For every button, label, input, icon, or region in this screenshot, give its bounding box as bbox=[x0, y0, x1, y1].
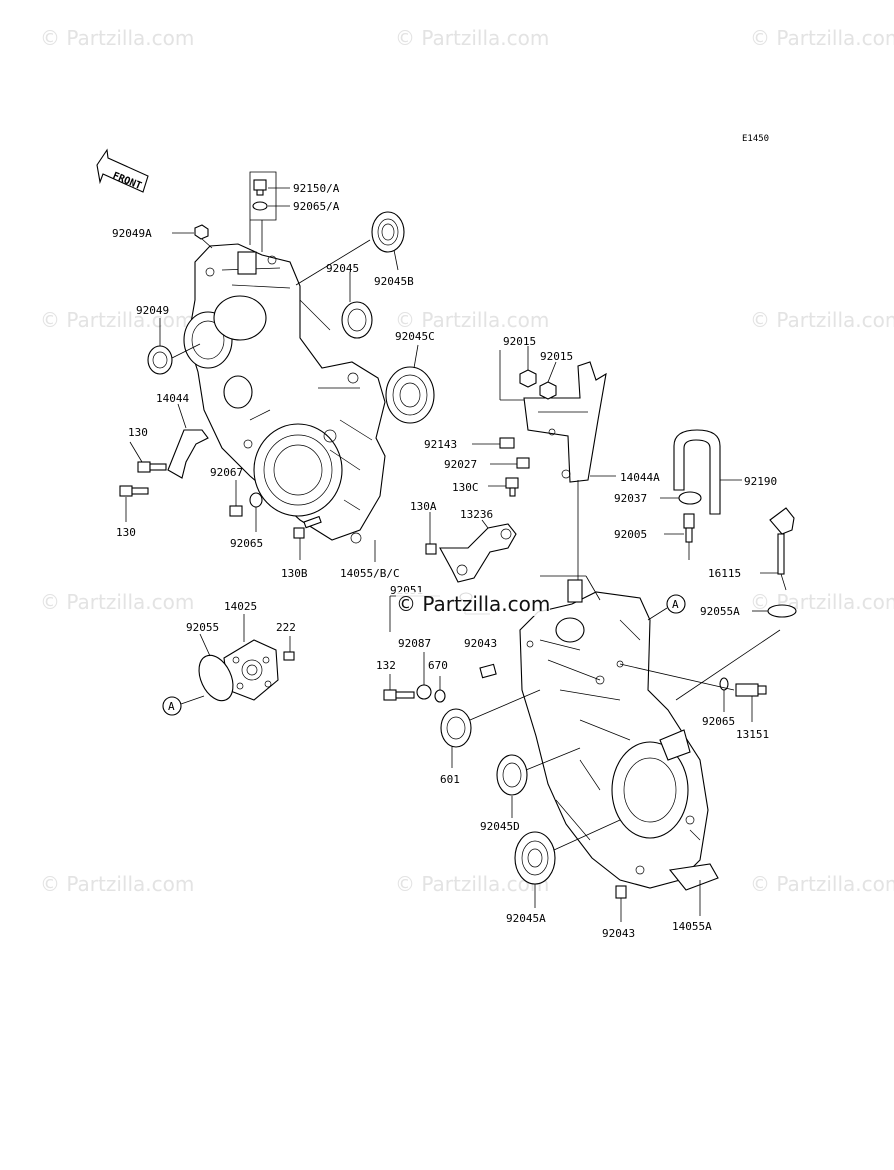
left-crankcase-14055 bbox=[183, 243, 386, 544]
label-130a: 130A bbox=[410, 500, 437, 513]
watermark: © Partzilla.com bbox=[750, 308, 894, 332]
label-92143: 92143 bbox=[424, 438, 457, 451]
label-222: 222 bbox=[276, 621, 296, 634]
washer-92065 bbox=[719, 677, 729, 712]
right-crankcase-14055a bbox=[519, 579, 719, 891]
front-arrow-icon: FRONT bbox=[96, 148, 149, 193]
watermark: © Partzilla.com bbox=[40, 590, 195, 614]
label-92045c: 92045C bbox=[395, 330, 435, 343]
dowel-92043 bbox=[615, 885, 627, 922]
label-130: 130 bbox=[128, 426, 148, 439]
bearing-92045d bbox=[496, 747, 581, 818]
label-130b: 130B bbox=[281, 567, 308, 580]
plug-bolt-92150 bbox=[253, 179, 267, 196]
label-14044: 14044 bbox=[156, 392, 189, 405]
label-670: 670 bbox=[428, 659, 448, 672]
bolt-130b bbox=[293, 515, 322, 560]
label-92043: 92043 bbox=[602, 927, 635, 940]
label-92067: 92067 bbox=[210, 466, 243, 479]
label-601: 601 bbox=[440, 773, 460, 786]
ref-a-marker: A bbox=[162, 695, 205, 716]
label-92049: 92049 bbox=[136, 304, 169, 317]
fitting-92005 bbox=[664, 513, 695, 560]
o-ring-92055a bbox=[752, 604, 797, 618]
nut-92049a bbox=[172, 224, 213, 249]
label-92045a: 92045A bbox=[506, 912, 546, 925]
nut-92015 bbox=[519, 369, 537, 388]
label-92055a: 92055A bbox=[700, 605, 740, 618]
bearing-92045b bbox=[295, 211, 405, 286]
label-16115: 16115 bbox=[708, 567, 741, 580]
label-13151: 13151 bbox=[736, 728, 769, 741]
svg-text:A: A bbox=[672, 598, 679, 611]
label-14025: 14025 bbox=[224, 600, 257, 613]
label-92049a: 92049A bbox=[112, 227, 152, 240]
watermark: © Partzilla.com bbox=[750, 872, 894, 896]
arm-13236 bbox=[439, 519, 517, 583]
watermark: © Partzilla.com bbox=[40, 26, 195, 50]
label-92015: 92015 bbox=[540, 350, 573, 363]
watermark: © Partzilla.com bbox=[395, 308, 550, 332]
label-92045: 92045 bbox=[326, 262, 359, 275]
label-14055a: 14055A bbox=[672, 920, 712, 933]
label-92037: 92037 bbox=[614, 492, 647, 505]
washer-92065a bbox=[252, 201, 268, 211]
label-92087: 92087 bbox=[398, 637, 431, 650]
watermark: © Partzilla.com bbox=[395, 26, 550, 50]
watermark: © Partzilla.com bbox=[750, 26, 894, 50]
label-92150a: 92150/A bbox=[293, 182, 340, 195]
watermark: © Partzilla.com bbox=[40, 872, 195, 896]
dipstick-16115 bbox=[760, 507, 795, 591]
bolt-130 bbox=[119, 485, 149, 497]
diagram-code: E1450 bbox=[742, 134, 769, 144]
bearing-92045c bbox=[385, 344, 435, 424]
bracket-14044 bbox=[167, 403, 209, 479]
washer-670 bbox=[434, 676, 446, 703]
nut-92015 bbox=[539, 381, 557, 400]
gear-92087 bbox=[416, 652, 432, 700]
label-92005: 92005 bbox=[614, 528, 647, 541]
watermark: © Partzilla.com bbox=[40, 308, 195, 332]
label-13236: 13236 bbox=[460, 508, 493, 521]
cover-14025 bbox=[223, 614, 279, 701]
label-92045b: 92045B bbox=[374, 275, 414, 288]
oil-seal-92049 bbox=[147, 318, 201, 375]
svg-text:A: A bbox=[168, 700, 175, 713]
clamp-92037 bbox=[660, 491, 702, 505]
label-92027: 92027 bbox=[444, 458, 477, 471]
label-92065: 92065 bbox=[702, 715, 735, 728]
bearing-92045a bbox=[514, 819, 621, 908]
screw-222 bbox=[283, 636, 295, 661]
label-92065a: 92065/A bbox=[293, 200, 340, 213]
label-130: 130 bbox=[116, 526, 136, 539]
label-132: 132 bbox=[376, 659, 396, 672]
bolt-92067 bbox=[229, 480, 243, 517]
label-92015: 92015 bbox=[503, 335, 536, 348]
bracket-14044a bbox=[523, 361, 607, 483]
bearing-92045 bbox=[341, 272, 373, 339]
label-92045d: 92045D bbox=[480, 820, 520, 833]
bearing-601 bbox=[440, 689, 541, 768]
bolt-130 bbox=[137, 461, 167, 473]
bolt-130a bbox=[425, 512, 437, 555]
bolt-132 bbox=[383, 674, 415, 701]
center-watermark: © Partzilla.com bbox=[396, 592, 551, 616]
label-92065: 92065 bbox=[230, 537, 263, 550]
collar-92027 bbox=[490, 457, 530, 469]
switch-13151 bbox=[735, 683, 767, 722]
label-14055bc: 14055/B/C bbox=[340, 567, 400, 580]
label-130c: 130C bbox=[452, 481, 479, 494]
bolt-130c bbox=[488, 477, 519, 497]
o-ring-92055 bbox=[198, 633, 234, 702]
collar-92143 bbox=[472, 437, 515, 449]
hose-92190 bbox=[673, 429, 742, 515]
label-92190: 92190 bbox=[744, 475, 777, 488]
label-92043: 92043 bbox=[464, 637, 497, 650]
washer-92065 bbox=[249, 492, 263, 532]
label-92055: 92055 bbox=[186, 621, 219, 634]
label-14044a: 14044A bbox=[620, 471, 660, 484]
ref-a-marker: A bbox=[647, 594, 686, 621]
